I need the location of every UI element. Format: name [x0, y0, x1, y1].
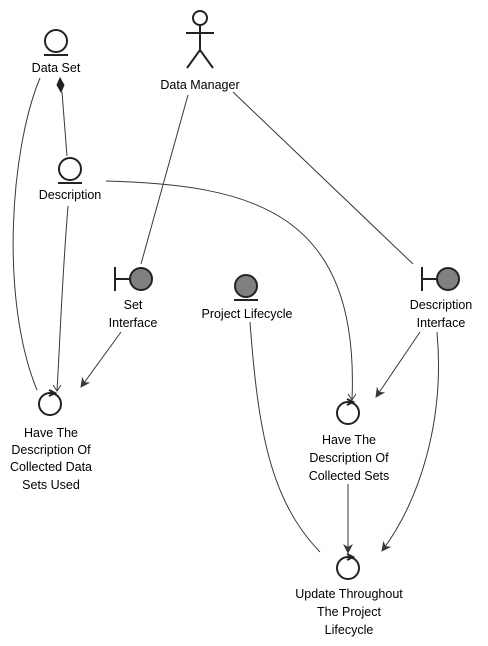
node-label: The Project [317, 605, 381, 619]
node-data-set[interactable]: Data Set [32, 29, 81, 75]
boundary-icon [114, 267, 153, 291]
entity-icon [44, 29, 68, 56]
edge-setinterface-havedata [80, 331, 122, 388]
node-data-manager[interactable]: Data Manager [160, 10, 240, 92]
node-label: Set [124, 298, 143, 312]
control-icon [336, 553, 360, 580]
edge-lifecycle-update [249, 321, 321, 553]
composition-diamond-icon [56, 76, 65, 94]
edge-dataset-description [61, 91, 68, 157]
edge-descinterface-update [381, 331, 439, 552]
control-icon [38, 389, 62, 416]
node-project-lifecycle[interactable]: Project Lifecycle [201, 274, 293, 321]
small-arrowhead-icon [347, 393, 357, 401]
node-label: Project Lifecycle [201, 307, 292, 321]
node-label: Collected Data [10, 460, 92, 474]
edge-dataset-havedata [12, 77, 41, 391]
node-have-description-data-sets[interactable]: Have The Description Of Collected Data S… [10, 389, 92, 492]
edge-manager-descinterface [232, 91, 414, 265]
edges [12, 76, 439, 554]
node-label: Description Of [11, 443, 91, 457]
edge-manager-setinterface [140, 94, 189, 265]
edge-descinterface-havesets [375, 331, 421, 398]
node-update-lifecycle[interactable]: Update Throughout The Project Lifecycle [295, 553, 403, 637]
node-set-interface[interactable]: Set Interface [109, 267, 158, 330]
actor-icon [186, 10, 214, 69]
node-description-interface[interactable]: Description Interface [410, 267, 473, 330]
node-label: Description [39, 188, 102, 202]
node-label: Have The [24, 426, 78, 440]
node-label: Description [410, 298, 473, 312]
small-arrowhead-icon [52, 384, 62, 392]
node-label: Sets Used [22, 478, 80, 492]
node-description[interactable]: Description [39, 157, 102, 202]
node-label: Collected Sets [309, 469, 390, 483]
node-label: Lifecycle [325, 623, 374, 637]
edge-description-havedata [56, 205, 69, 392]
node-label: Update Throughout [295, 587, 403, 601]
entity-icon [58, 157, 82, 184]
control-icon [336, 398, 360, 425]
node-have-description-sets[interactable]: Have The Description Of Collected Sets [309, 398, 390, 483]
node-label: Have The [322, 433, 376, 447]
node-label: Description Of [309, 451, 389, 465]
node-label: Data Set [32, 61, 81, 75]
node-label: Interface [109, 316, 158, 330]
node-label: Data Manager [160, 78, 239, 92]
node-label: Interface [417, 316, 466, 330]
entity-icon [234, 274, 258, 301]
boundary-icon [421, 267, 460, 291]
